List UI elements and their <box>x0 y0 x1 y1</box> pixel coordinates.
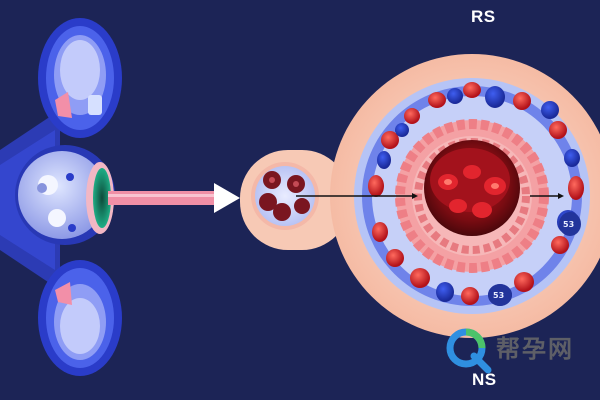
pointer-line <box>296 193 564 199</box>
svg-text:53: 53 <box>563 220 574 229</box>
top-follicle <box>38 18 122 138</box>
watermark-logo-icon <box>446 328 492 374</box>
connecting-tube <box>108 183 240 213</box>
cell-badge-right: 53 <box>559 212 581 236</box>
bottom-follicle <box>38 260 122 376</box>
label-bottom: NS <box>472 370 497 389</box>
outer-cell-ring <box>368 82 584 305</box>
small-cell-cluster <box>240 150 350 250</box>
left-structure <box>0 18 122 376</box>
svg-text:53: 53 <box>493 291 504 300</box>
watermark: 帮孕网 <box>444 326 594 376</box>
cell-badge-bottom: 53 <box>488 284 512 306</box>
watermark-text: 帮孕网 <box>496 334 574 363</box>
flow-arrow-icon <box>214 183 240 213</box>
label-top: RS <box>471 7 496 26</box>
central-ovary <box>15 145 115 245</box>
